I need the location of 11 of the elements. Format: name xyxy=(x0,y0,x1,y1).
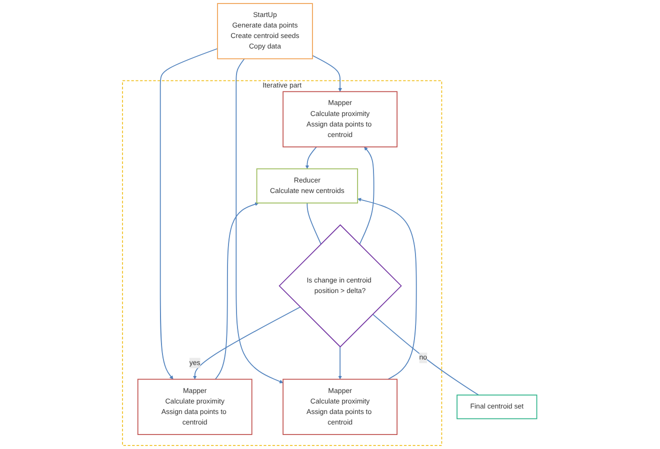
arrow xyxy=(236,58,284,384)
connector xyxy=(372,314,480,396)
arrow xyxy=(359,146,375,245)
connector xyxy=(307,202,322,244)
arrow xyxy=(193,306,302,380)
arrow xyxy=(358,198,418,380)
arrow xyxy=(338,346,342,380)
arrow xyxy=(306,146,318,169)
arrow xyxy=(160,48,218,380)
arrow xyxy=(215,202,260,380)
arrow xyxy=(312,55,342,92)
